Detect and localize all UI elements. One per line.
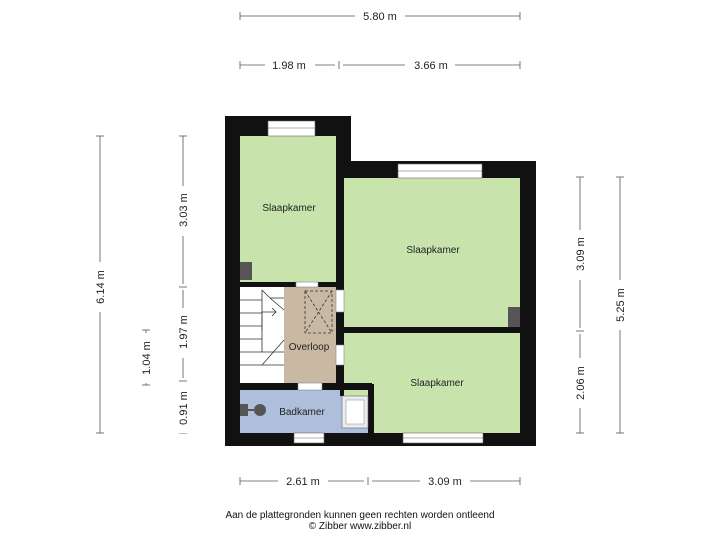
door-landing-right	[335, 289, 345, 313]
toilet-pipe	[248, 409, 254, 411]
dim-right-lower: 2.06 m	[575, 366, 587, 400]
bedroom-top-left	[240, 136, 336, 282]
dim-top-total: 5.80 m	[363, 11, 397, 23]
doors	[295, 281, 345, 391]
dim-left-upper: 3.03 m	[178, 193, 190, 227]
dim-left-lower: 0.91 m	[178, 391, 190, 425]
stairs	[240, 289, 285, 366]
dim-top-left: 1.98 m	[272, 60, 306, 72]
bedroom-top-right	[344, 178, 520, 327]
bathroom-fixtures	[240, 395, 369, 429]
label-bedroom-bottom-right: Slaapkamer	[410, 378, 464, 389]
dim-left-middle: 1.97 m	[178, 315, 190, 349]
dim-left-total: 6.14 m	[95, 270, 107, 304]
shower-tray	[345, 399, 365, 425]
door-bathroom	[297, 382, 323, 391]
radiator-left	[240, 262, 252, 280]
dim-right-total: 5.25 m	[615, 288, 627, 322]
windows	[267, 120, 484, 444]
window-top-left	[267, 120, 316, 137]
label-bedroom-top-left: Slaapkamer	[262, 203, 316, 214]
dim-top-right: 3.66 m	[414, 60, 448, 72]
attic-hatch	[304, 290, 333, 334]
dim-bottom-left: 2.61 m	[286, 476, 320, 488]
footer-copyright: © Zibber www.zibber.nl	[308, 521, 412, 532]
dimension-labels: 5.80 m 1.98 m 3.66 m 2.61 m 3.09 m 6.14 …	[93, 9, 627, 488]
radiator-right	[508, 307, 520, 327]
toilet-bowl	[254, 404, 266, 416]
dim-right-upper: 3.09 m	[575, 237, 587, 271]
footer-disclaimer: Aan de plattegronden kunnen geen rechten…	[225, 510, 495, 521]
door-landing-bottomright	[335, 344, 345, 366]
toilet-tank	[240, 404, 248, 416]
landing	[284, 287, 336, 383]
inner-wall-bath	[368, 384, 374, 433]
door-landing-top	[295, 281, 319, 288]
dim-bottom-right: 3.09 m	[428, 476, 462, 488]
label-bathroom: Badkamer	[279, 407, 325, 418]
label-landing: Overloop	[289, 342, 330, 353]
dim-left-stair: 1.04 m	[141, 341, 153, 375]
label-bedroom-top-right: Slaapkamer	[406, 245, 460, 256]
inner-wall	[336, 327, 520, 333]
